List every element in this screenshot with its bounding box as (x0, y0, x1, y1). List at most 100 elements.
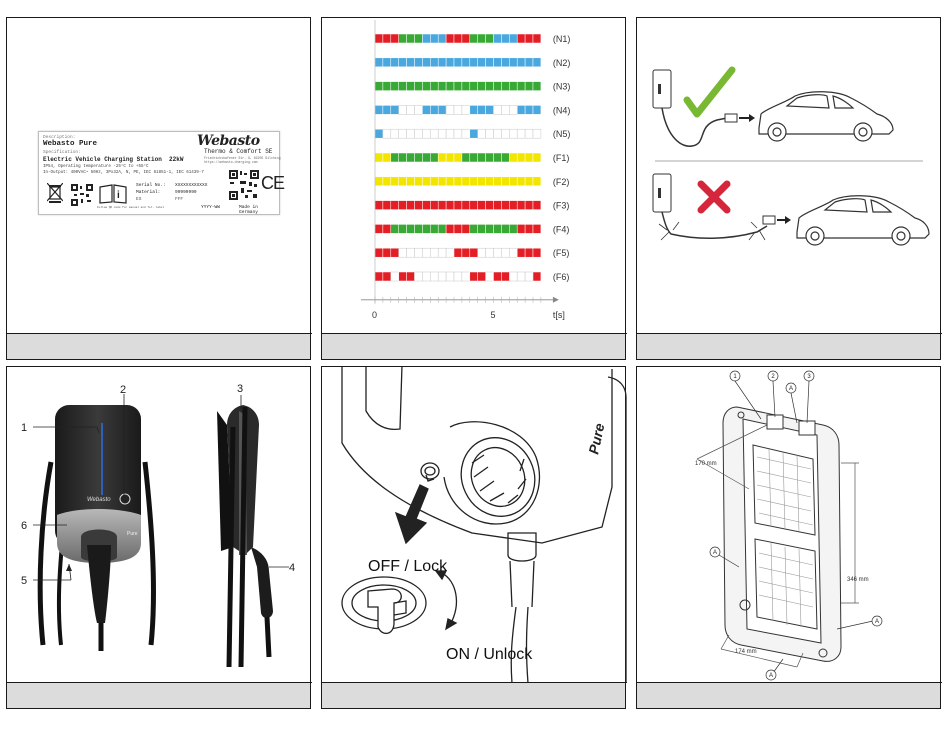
led-cell (437, 152, 447, 163)
callout-5: 5 (21, 575, 27, 587)
led-row: (F2) (374, 176, 569, 187)
led-cell (374, 152, 384, 163)
led-cell (422, 128, 431, 139)
led-cell (414, 57, 423, 68)
led-cell (469, 271, 478, 282)
led-cell (414, 81, 423, 91)
led-cell (398, 105, 407, 115)
led-cell (493, 247, 502, 258)
led-cell (501, 81, 510, 91)
led-cell (422, 176, 431, 187)
led-cell (493, 176, 502, 187)
panel-key-switch: Pure (321, 366, 627, 709)
key-cylinder-large (341, 576, 427, 634)
dim-174: 174 mm (735, 649, 757, 655)
led-cell (414, 224, 423, 234)
led-cell (374, 81, 384, 91)
led-cell (532, 152, 542, 163)
led-cell (501, 224, 510, 234)
led-cell (453, 128, 463, 139)
led-cell (509, 81, 518, 91)
led-cell (516, 152, 526, 163)
panel-led-status-chart: (N1)(N2)(N3)(N4)(N5)(F1)(F2)(F3)(F4)(F5)… (321, 17, 627, 360)
led-cell (422, 33, 431, 44)
socket (443, 421, 541, 525)
led-cell (414, 200, 423, 210)
material-value: 99999999 (175, 190, 197, 195)
led-cell (453, 271, 463, 282)
wallbox-ok (652, 69, 728, 147)
led-cell (430, 247, 439, 258)
led-cell (477, 57, 486, 68)
led-cell (390, 33, 399, 44)
led-row: (N5) (374, 128, 570, 139)
led-cell (414, 152, 423, 163)
caption-bar (637, 683, 940, 708)
key-switch-figure: Pure (322, 367, 627, 683)
led-cell (406, 176, 415, 187)
small-qr-code-icon (71, 184, 93, 206)
led-cell (509, 33, 518, 44)
led-cell (477, 200, 486, 210)
temperature-line: IP54, Operating temperature -25°C to +55… (43, 165, 149, 169)
led-cell (509, 152, 518, 163)
serial-value: XXXXXXXXXXXX (175, 183, 208, 188)
led-cell (485, 224, 494, 234)
panel-cable-connection (636, 17, 942, 360)
product-name: Webasto Pure (43, 140, 98, 148)
led-cell (493, 224, 502, 234)
led-cell (382, 224, 392, 234)
device-figure: Webasto Pure (7, 367, 312, 683)
led-cell (516, 128, 526, 139)
led-cell (406, 200, 415, 210)
key-cylinder-small (420, 462, 440, 482)
led-cell (469, 200, 478, 210)
led-cell (437, 176, 447, 187)
led-cell (390, 128, 399, 139)
led-cell (398, 57, 407, 68)
led-cell (485, 33, 494, 44)
led-cell (501, 271, 510, 282)
mount-callout-a-right: A (875, 619, 879, 625)
led-cell (437, 128, 447, 139)
led-cell (524, 271, 534, 282)
led-cell (390, 247, 399, 258)
serial-caption: Serial No.: (136, 183, 166, 188)
led-cell (430, 128, 439, 139)
led-cell (485, 57, 494, 68)
led-cell (532, 200, 542, 210)
led-cell (382, 152, 392, 163)
caption-bar (7, 334, 310, 359)
led-cell (390, 81, 399, 91)
caption-bar (637, 334, 940, 359)
led-cell (516, 33, 526, 44)
led-cell (398, 176, 407, 187)
led-cell (398, 247, 407, 258)
key-switch[interactable] (119, 493, 131, 505)
led-cell (469, 152, 478, 163)
led-cell (516, 57, 526, 68)
led-cell (469, 57, 478, 68)
led-cell (524, 57, 534, 68)
led-row: (F6) (374, 271, 569, 282)
led-cell (398, 224, 407, 234)
callout-2: 2 (120, 384, 126, 396)
led-row: (N3) (374, 81, 570, 92)
led-row-code: (N1) (553, 34, 571, 44)
led-cell (414, 128, 423, 139)
led-cell (453, 81, 463, 91)
time-axis-unit: t[s] (553, 310, 565, 320)
led-cell (414, 271, 423, 282)
time-axis-arrow (552, 296, 559, 303)
led-cell (485, 81, 494, 91)
rotation-arrow-icon (441, 572, 458, 626)
on-unlock-label: ON / Unlock (446, 646, 533, 663)
mount-callout-1: 1 (733, 374, 737, 380)
caption-bar (7, 683, 310, 708)
housing-brand: Pure (585, 422, 607, 456)
led-cell (485, 105, 494, 115)
led-cell (485, 152, 494, 163)
led-cell (461, 33, 471, 44)
date-code: YYYY-WW (201, 205, 220, 210)
mount-callout-3: 3 (807, 374, 811, 380)
